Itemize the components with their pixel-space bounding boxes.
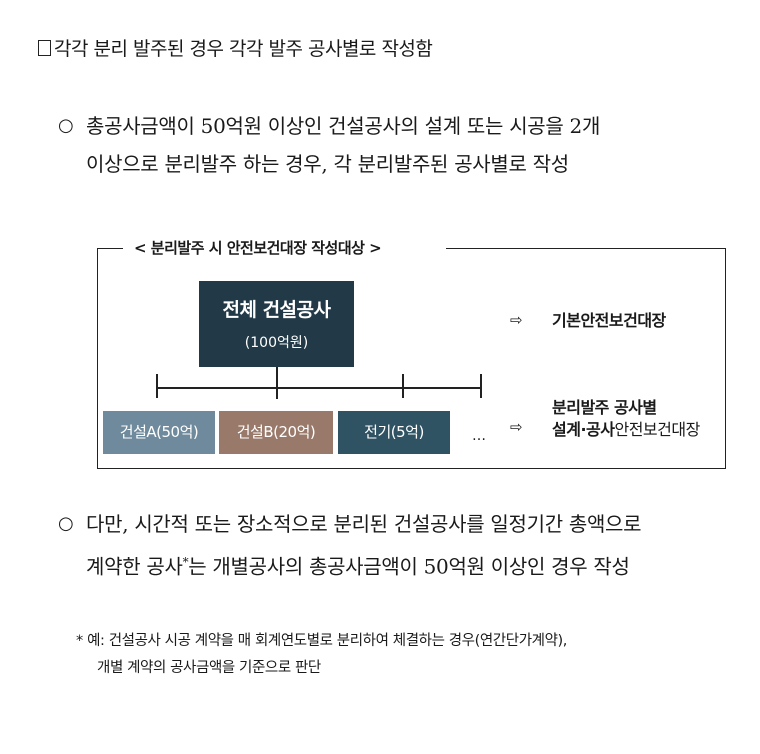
footnote-line-1-text: 예: 건설공사 시공 계약을 매 회계연도별로 분리하여 체결하는 경우(연간단…	[87, 633, 567, 649]
paragraph-2: ○ 다만, 시간적 또는 장소적으로 분리된 건설공사를 일정기간 총액으로 계…	[58, 505, 642, 586]
circle-bullet-icon: ○	[58, 115, 74, 136]
right-arrow-icon: ⇨	[510, 311, 523, 329]
main-project-amount: (100억원)	[244, 335, 309, 351]
label-separate-order-line-1: 분리발주 공사별	[552, 398, 657, 417]
footnote-asterisk: *	[76, 633, 83, 649]
paragraph-2-line-1: 다만, 시간적 또는 장소적으로 분리된 건설공사를 일정기간 총액으로	[86, 512, 642, 536]
label-separate-order-bold: 설계·공사	[552, 420, 615, 439]
label-basic-safety-ledger: 기본안전보건대장	[552, 311, 666, 330]
diagram-title: < 분리발주 시 안전보건대장 작성대상 >	[130, 237, 386, 258]
ellipsis: …	[472, 428, 486, 444]
paragraph-2-line-2: 계약한 공사*는 개별공사의 총공사금액이 50억원 이상인 경우 작성	[86, 543, 641, 586]
main-project-box: 전체 건설공사 (100억원)	[199, 281, 354, 367]
footnote-line-1: * 예: 건설공사 시공 계약을 매 회계연도별로 분리하여 체결하는 경우(연…	[76, 628, 567, 655]
paragraph-2-line-2-b: 는 개별공사의 총공사금액이 50억원 이상인 경우 작성	[188, 554, 630, 579]
paragraph-1-line-1: 총공사금액이 50억원 이상인 건설공사의 설계 또는 시공을 2개	[86, 114, 601, 138]
label-separate-order-line-2: 설계·공사안전보건대장	[552, 419, 700, 441]
connector-tick	[156, 374, 158, 398]
section-heading: 각각 분리 발주된 경우 각각 발주 공사별로 작성함	[38, 34, 433, 61]
paragraph-1: ○ 총공사금액이 50억원 이상인 건설공사의 설계 또는 시공을 2개 이상으…	[58, 107, 601, 183]
sub-project-box-b: 건설B(20억)	[219, 411, 333, 454]
label-separate-order-rest: 안전보건대장	[614, 420, 700, 439]
footnote: * 예: 건설공사 시공 계약을 매 회계연도별로 분리하여 체결하는 경우(연…	[76, 628, 567, 682]
paragraph-2-line-2-a: 계약한 공사	[86, 554, 183, 579]
right-arrow-icon: ⇨	[510, 418, 523, 436]
footnote-line-2: 개별 계약의 공사금액을 기준으로 판단	[97, 660, 321, 676]
connector-bar	[156, 387, 482, 389]
checkbox-square-icon	[38, 40, 51, 56]
connector-tick	[480, 374, 482, 398]
main-project-title: 전체 건설공사	[222, 299, 332, 321]
connector-tick	[402, 374, 404, 398]
diagram-frame-top-left	[97, 248, 123, 249]
circle-bullet-icon: ○	[58, 513, 74, 534]
sub-project-box-a: 건설A(50억)	[103, 411, 215, 454]
section-heading-text: 각각 분리 발주된 경우 각각 발주 공사별로 작성함	[54, 38, 433, 60]
sub-project-box-c: 전기(5억)	[338, 411, 450, 454]
connector-tick	[276, 387, 278, 399]
connector-stem	[276, 367, 278, 388]
footnote-marker: *	[182, 555, 189, 569]
paragraph-1-line-2: 이상으로 분리발주 하는 경우, 각 분리발주된 공사별로 작성	[86, 152, 569, 176]
diagram-frame-top-right	[446, 248, 725, 249]
diagram-frame	[97, 248, 726, 469]
